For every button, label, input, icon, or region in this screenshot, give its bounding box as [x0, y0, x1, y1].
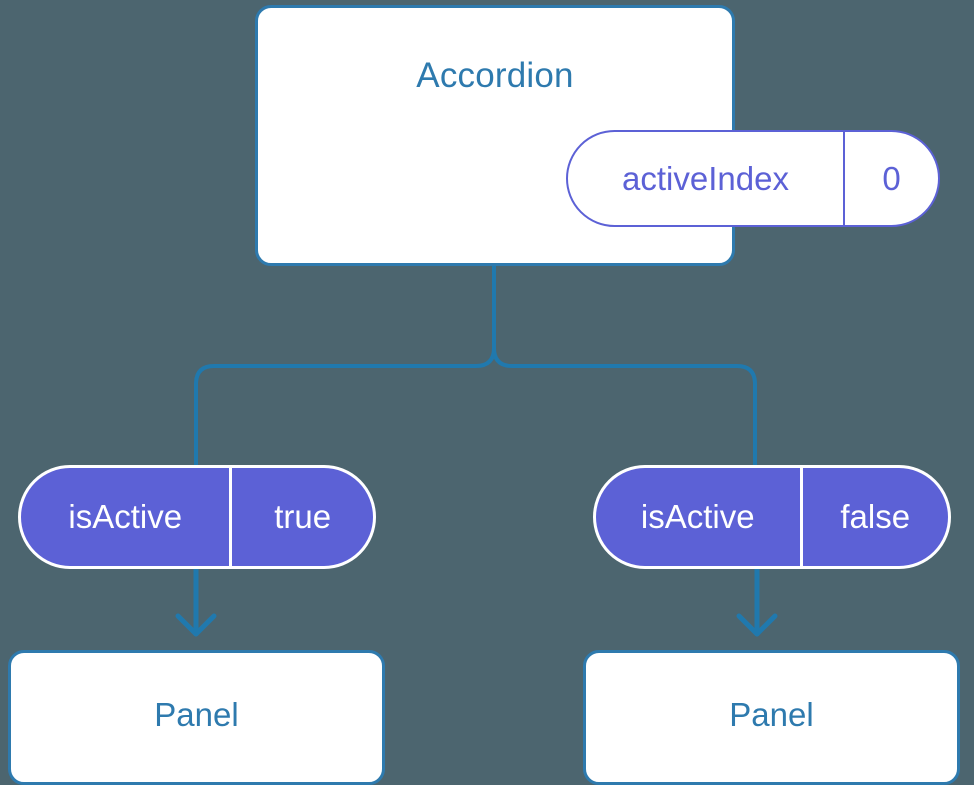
prop-pill-is-active-left: isActive true [18, 465, 376, 569]
state-key-label: activeIndex [568, 132, 846, 225]
accordion-component-box: Accordion activeIndex 0 [255, 5, 940, 266]
state-pill-active-index: activeIndex 0 [566, 130, 940, 227]
connector-to-left-child [194, 264, 496, 470]
prop-value-label-right: false [840, 498, 911, 535]
connector-to-right-child [492, 264, 757, 470]
prop-value-label-left: true [274, 498, 332, 535]
accordion-title: Accordion [416, 56, 574, 95]
panel-title-right: Panel [729, 696, 814, 733]
arrow-left-to-panel [175, 566, 217, 637]
panel-title-left: Panel [154, 696, 239, 733]
arrow-right-to-panel [736, 566, 778, 637]
panel-component-box-left: Panel [8, 650, 385, 785]
prop-key-label-right: isActive [596, 468, 803, 566]
state-value-label: 0 [882, 159, 901, 197]
panel-component-box-right: Panel [583, 650, 960, 785]
prop-pill-is-active-right: isActive false [593, 465, 951, 569]
prop-key-label-left: isActive [21, 468, 233, 566]
